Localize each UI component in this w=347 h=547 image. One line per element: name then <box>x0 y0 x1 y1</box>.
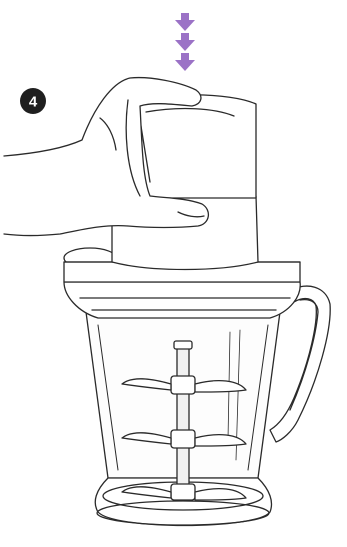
arrow-3 <box>175 53 195 71</box>
step-badge: 4 <box>20 88 46 114</box>
press-down-arrows-icon <box>175 13 195 71</box>
step-number: 4 <box>29 94 38 111</box>
jug-lid <box>64 282 300 318</box>
arrow-2 <box>175 33 195 51</box>
arrow-1 <box>175 13 195 31</box>
blade-shaft <box>177 342 189 492</box>
